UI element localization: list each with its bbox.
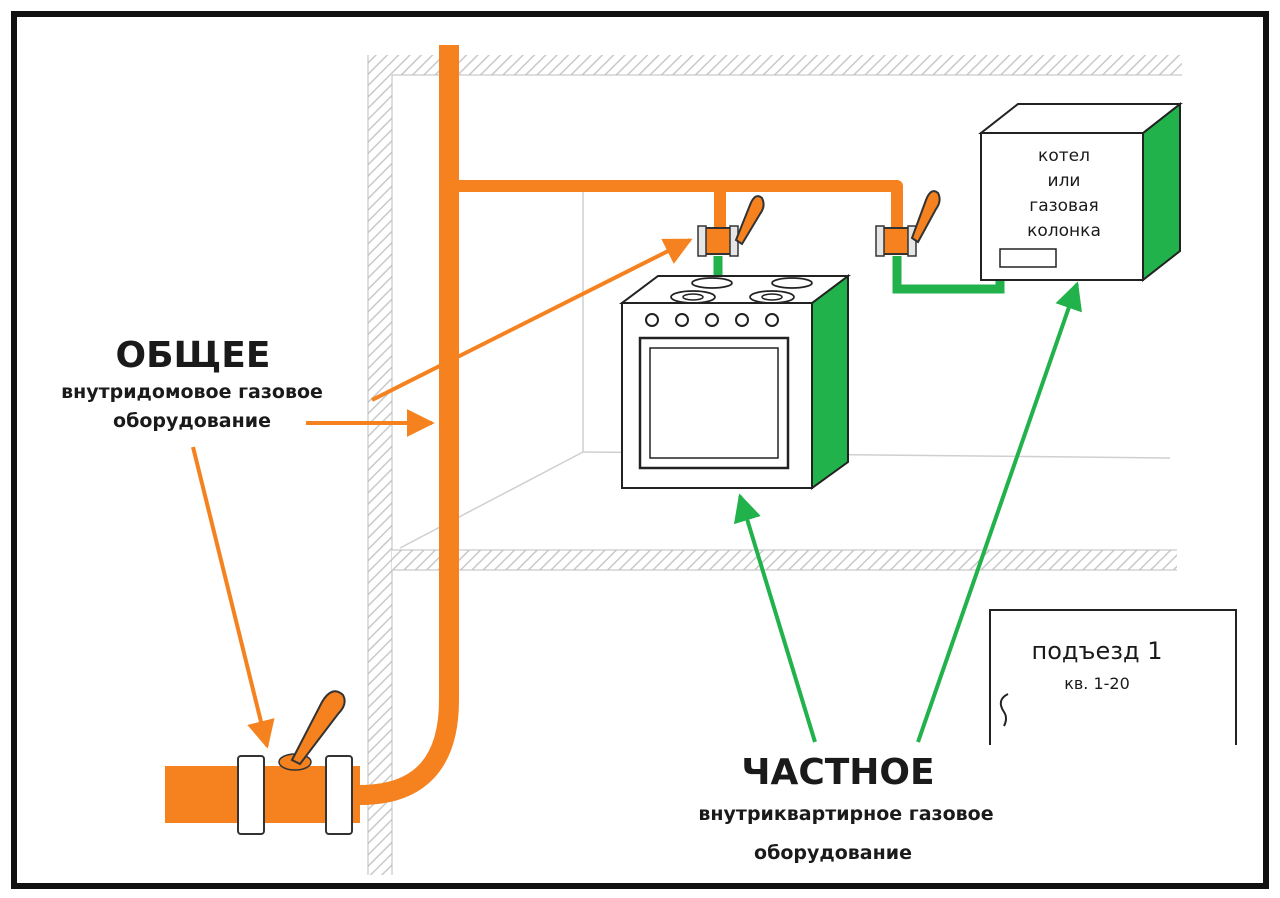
boiler-valve [875, 190, 941, 257]
common-label: ОБЩЕЕ внутридомовое газовое оборудование [61, 335, 323, 432]
stove-valve [697, 195, 765, 257]
private-arrows [733, 281, 1082, 743]
entrance-subtitle: кв. 1-20 [1064, 674, 1130, 693]
common-line1: внутридомовое газовое [61, 381, 323, 403]
boiler-label-line2: или [1048, 171, 1081, 191]
private-line1: внутриквартирное газовое [698, 803, 993, 825]
main-pipe-flange-right [325, 755, 353, 835]
stove-knobs [645, 313, 779, 327]
entrance-title: подъезд 1 [1032, 637, 1163, 665]
stove-side [811, 274, 849, 490]
door-handle-icon [999, 693, 1009, 727]
boiler-side [1142, 101, 1181, 283]
arrow-to-main-pipe [191, 446, 275, 749]
floor-slab [392, 550, 1177, 570]
stove-top [619, 275, 851, 304]
arrow-to-stove [733, 493, 817, 743]
arrow-to-boiler [916, 281, 1082, 743]
main-valve-handle [290, 690, 346, 766]
ceiling-slab [392, 55, 1182, 75]
boiler-display [999, 248, 1057, 268]
common-line2: оборудование [113, 410, 271, 432]
boiler-label-line3: газовая [1029, 196, 1098, 216]
riser-pipe [170, 45, 459, 805]
arrow-to-stove-valve [371, 238, 693, 402]
main-pipe-flange-left [237, 755, 265, 835]
boiler-label-line4: колонка [1027, 221, 1101, 241]
gas-stove [619, 274, 851, 490]
boiler-top [978, 103, 1183, 134]
private-label: ЧАСТНОЕ внутриквартирное газовое оборудо… [698, 752, 993, 864]
oven-window [649, 347, 779, 459]
private-title: ЧАСТНОЕ [741, 752, 934, 793]
private-line2: оборудование [754, 842, 912, 864]
common-arrows [191, 238, 693, 749]
entrance-door: подъезд 1 кв. 1-20 [989, 609, 1237, 745]
boiler-label-line1: котел [1038, 146, 1090, 166]
branch-pipe [449, 180, 903, 228]
common-pipes [165, 45, 903, 835]
wall-vertical [368, 55, 392, 875]
common-title: ОБЩЕЕ [116, 335, 271, 376]
gas-boiler: котел или газовая колонка [978, 101, 1183, 283]
